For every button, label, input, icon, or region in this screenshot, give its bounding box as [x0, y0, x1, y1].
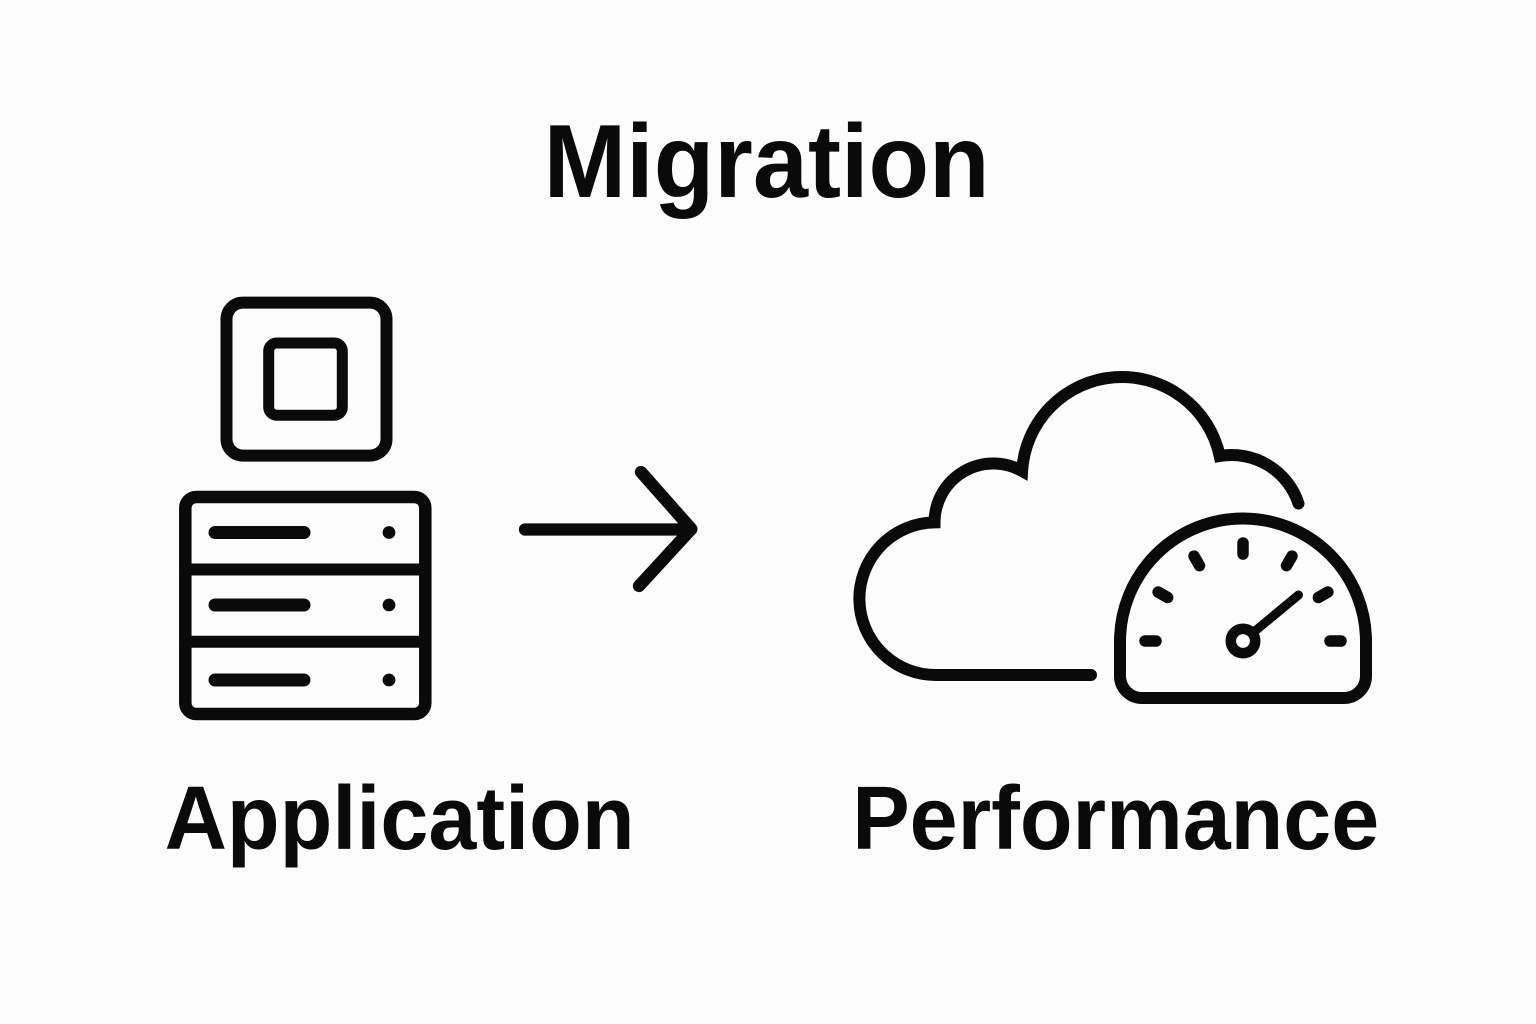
- svg-text:Performance: Performance: [852, 769, 1379, 869]
- svg-text:Application: Application: [165, 769, 635, 869]
- svg-text:Migration: Migration: [544, 104, 990, 220]
